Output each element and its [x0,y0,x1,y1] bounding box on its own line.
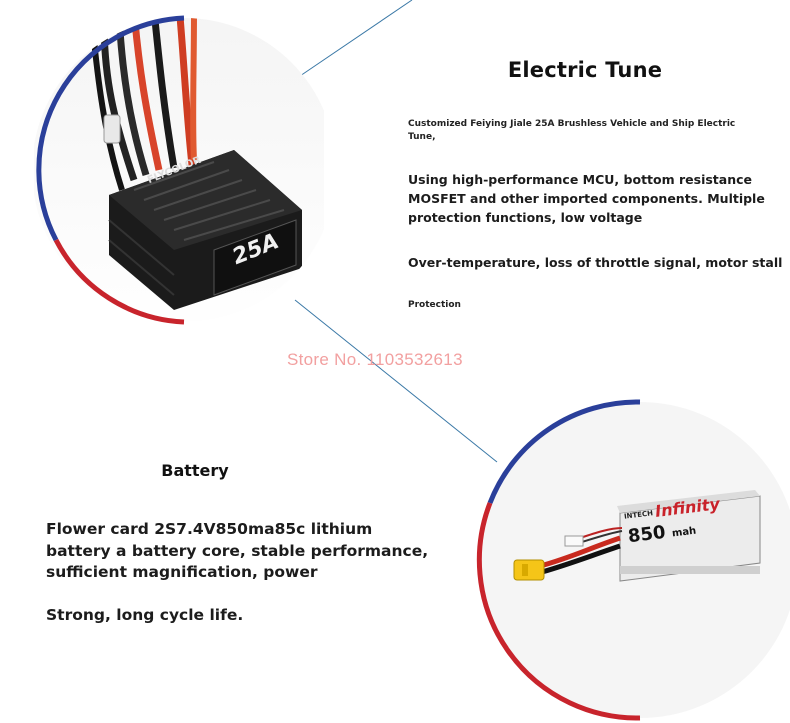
connector-line-top [299,0,413,77]
esc-title: Electric Tune [507,58,663,82]
connector-line-middle [294,299,498,463]
esc-paragraph-2: Over-temperature, loss of throttle signa… [408,255,783,270]
battery-title: Battery [161,461,229,480]
battery-paragraph-2: Strong, long cycle life. [46,606,244,624]
esc-footnote: Protection [408,300,461,310]
store-watermark: Store No. 1103532613 [287,350,463,369]
esc-subtitle: Customized Feiying Jiale 25A Brushless V… [408,119,736,142]
battery-image-circle [476,399,790,721]
esc-paragraph-1: Using high-performance MCU, bottom resis… [408,172,765,225]
battery-paragraph-1: Flower card 2S7.4V850ma85c lithium batte… [46,520,429,581]
battery-icon [513,490,761,582]
esc-body-icon [108,150,302,310]
esc-image-circle [34,15,324,325]
